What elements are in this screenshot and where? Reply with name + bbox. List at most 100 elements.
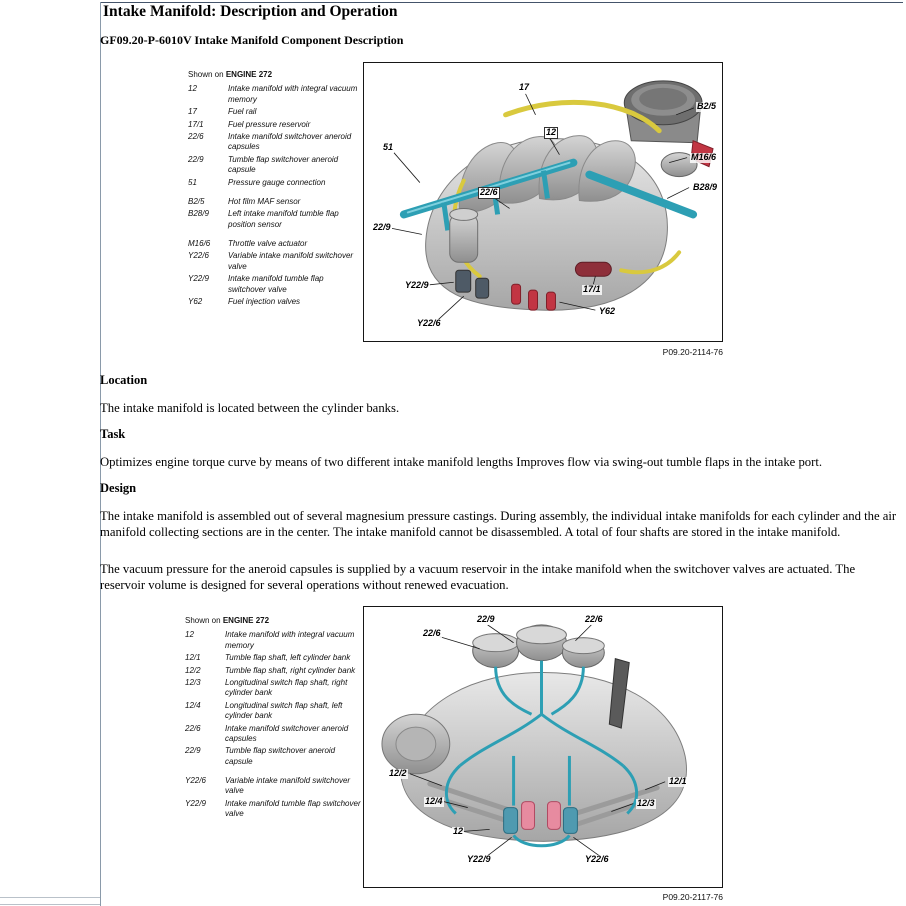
leader-lines xyxy=(409,624,666,858)
legend-desc: Intake manifold with integral vacuum mem… xyxy=(228,84,358,104)
fuel-injectors-icon xyxy=(511,283,556,311)
legend-key: 12/2 xyxy=(185,665,201,675)
bottom-rule-1 xyxy=(0,897,100,898)
right-bracket-icon xyxy=(608,657,630,729)
legend-desc: Tumble flap shaft, right cylinder bank xyxy=(225,665,356,675)
pressure-canister-icon xyxy=(449,207,479,263)
diagram-callout-17: 17 xyxy=(518,82,531,93)
document-code-heading: GF09.20-P-6010V Intake Manifold Componen… xyxy=(100,33,404,47)
engine-perspective-diagram-icon xyxy=(391,80,714,321)
paragraph-design-1: The intake manifold is assembled out of … xyxy=(100,509,897,539)
diagram-callout-y22-6: Y22/6 xyxy=(416,318,442,329)
diagram-callout-m16-6: M16/6 xyxy=(690,152,718,163)
diagram-callout-17-1: 17/1 xyxy=(582,284,602,295)
legend-desc: Intake manifold switchover aneroid capsu… xyxy=(225,723,349,743)
legend-key: 17 xyxy=(188,107,197,117)
legend-row: Y22/6 Variable intake manifold switchover… xyxy=(188,251,362,272)
vacuum-hose-network-icon xyxy=(445,660,638,848)
diagram-callout-22-9: 22/9 xyxy=(372,222,392,233)
diagram-callout-22-6: 22/6 xyxy=(478,187,500,199)
legend-key: 12/3 xyxy=(185,677,201,687)
legend-key: 17/1 xyxy=(188,119,204,129)
diagram-callout-12: 12 xyxy=(452,826,465,837)
heading-location: Location xyxy=(100,373,148,387)
legend-row: Y22/9 Intake manifold tumble flap switcho… xyxy=(185,799,363,820)
legend-row: M16/6 Throttle valve actuator xyxy=(188,239,362,249)
heading-task: Task xyxy=(100,427,126,441)
legend-key: 12 xyxy=(188,84,197,94)
legend-row: 12 Intake manifold with integral vacuum m… xyxy=(188,84,362,105)
bottom-rule-2 xyxy=(0,904,100,905)
fuel-pressure-reservoir-icon xyxy=(574,261,612,277)
diagram-callout-12-1: 12/1 xyxy=(668,776,688,787)
legend-desc: Fuel pressure reservoir xyxy=(228,119,311,129)
legend-desc: Pressure gauge connection xyxy=(228,177,326,187)
legend-shown-on: Shown on xyxy=(188,70,224,79)
legend-desc: Tumble flap switchover aneroid capsule xyxy=(228,154,339,175)
diagram-callout-y62: Y62 xyxy=(598,306,617,317)
tumble-flap-valves-icon xyxy=(521,801,561,830)
diagram-callout-y22-9: Y22/9 xyxy=(466,854,492,865)
legend-desc: Intake manifold tumble flap switchover v… xyxy=(225,798,361,819)
leader-lines xyxy=(391,93,695,321)
legend-key: 22/6 xyxy=(185,723,201,733)
legend-key: M16/6 xyxy=(188,239,211,249)
legend-key: Y22/6 xyxy=(188,251,209,261)
legend-desc: Hot film MAF sensor xyxy=(228,196,301,206)
top-rule xyxy=(100,2,903,3)
legend-desc: Left intake manifold tumble flap positio… xyxy=(228,209,339,229)
legend-engine-code: ENGINE 272 xyxy=(222,616,270,625)
legend-key: Y22/9 xyxy=(188,274,209,284)
legend-row: 17/1 Fuel pressure reservoir xyxy=(188,120,362,130)
figure2-legend-title: Shown on ENGINE 272 xyxy=(185,616,363,626)
legend-row: 12/2 Tumble flap shaft, right cylinder ba… xyxy=(185,666,363,676)
figure1-caption: P09.20-2114-76 xyxy=(662,347,723,357)
figure1-legend: Shown on ENGINE 272 12 Intake manifold wi… xyxy=(188,70,362,309)
legend-key: B2/5 xyxy=(188,196,205,206)
legend-key: Y22/9 xyxy=(185,798,206,808)
legend-key: Y22/6 xyxy=(185,776,206,786)
legend-row: 22/9 Tumble flap switchover aneroid capsu… xyxy=(185,746,363,767)
figure1-legend-title: Shown on ENGINE 272 xyxy=(188,70,362,80)
legend-desc: Fuel injection valves xyxy=(228,297,301,307)
legend-desc: Tumble flap switchover aneroid capsule xyxy=(225,746,336,766)
legend-key: 12/1 xyxy=(185,653,201,663)
diagram-callout-y22-9: Y22/9 xyxy=(404,280,430,291)
diagram-callout-12: 12 xyxy=(544,127,559,139)
legend-key: 51 xyxy=(188,177,197,187)
diagram-callout-12-2: 12/2 xyxy=(388,768,408,779)
legend-row: 22/6 Intake manifold switchover aneroid c… xyxy=(185,724,363,745)
diagram-callout-22-9: 22/9 xyxy=(476,614,496,625)
diagram-callout-b28-9: B28/9 xyxy=(692,182,719,193)
legend-key: Y62 xyxy=(188,297,203,307)
legend-desc: Fuel rail xyxy=(228,107,257,117)
paragraph-design-2: The vacuum pressure for the aneroid caps… xyxy=(100,562,856,592)
diagram-callout-22-6: 22/6 xyxy=(422,628,442,639)
heading-design: Design xyxy=(100,481,137,495)
left-border-rule xyxy=(100,2,101,906)
diagram-callout-51: 51 xyxy=(382,142,395,153)
diagram-callout-12-3: 12/3 xyxy=(636,798,656,809)
page-title: Intake Manifold: Description and Operati… xyxy=(103,3,398,20)
diagram-callout-22-6: 22/6 xyxy=(584,614,604,625)
paragraph-location: The intake manifold is located between t… xyxy=(100,401,400,415)
legend-row: 51 Pressure gauge connection xyxy=(188,178,362,188)
legend-desc: Variable intake manifold switchover valv… xyxy=(228,251,354,271)
legend-desc: Throttle valve actuator xyxy=(228,239,308,249)
legend-desc: Longitudinal switch flap shaft, left cyl… xyxy=(225,700,343,721)
switchover-valves-front-icon xyxy=(503,807,578,834)
legend-key: 22/6 xyxy=(188,131,204,141)
legend-row: Y62 Fuel injection valves xyxy=(188,297,362,307)
figure1-legend-rows: 12 Intake manifold with integral vacuum m… xyxy=(188,84,362,307)
legend-key: 22/9 xyxy=(185,746,201,756)
diagram-callout-b2-5: B2/5 xyxy=(696,101,718,112)
